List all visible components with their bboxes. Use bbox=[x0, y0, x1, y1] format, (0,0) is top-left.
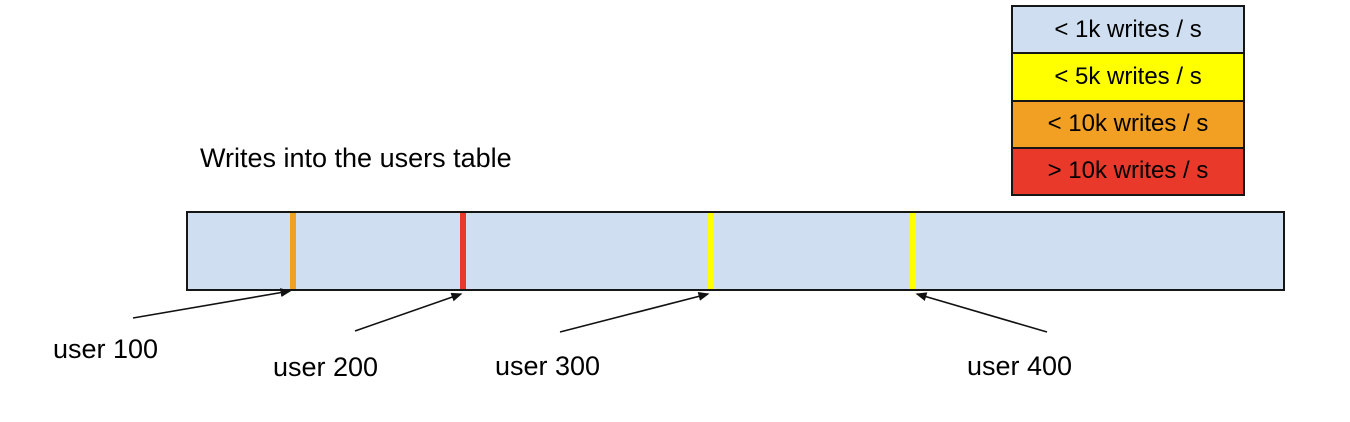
write-hotspot-stripe bbox=[910, 213, 916, 289]
legend-item: < 10k writes / s bbox=[1013, 101, 1243, 149]
user-label: user 100 bbox=[53, 334, 159, 364]
user-label: user 300 bbox=[495, 351, 601, 381]
legend-item-label: < 10k writes / s bbox=[1047, 110, 1209, 138]
legend-item: > 10k writes / s bbox=[1013, 148, 1243, 194]
legend-item: < 1k writes / s bbox=[1013, 7, 1243, 55]
label-arrow bbox=[559, 292, 710, 333]
write-hotspot-stripe bbox=[290, 213, 296, 289]
label-arrow bbox=[915, 292, 1048, 333]
legend-item: < 5k writes / s bbox=[1013, 54, 1243, 102]
user-label: user 200 bbox=[273, 352, 379, 382]
user-label: user 400 bbox=[967, 351, 1073, 381]
legend: < 1k writes / s < 5k writes / s < 10k writ… bbox=[1011, 5, 1245, 196]
legend-item-label: < 1k writes / s bbox=[1054, 15, 1202, 43]
label-arrow bbox=[132, 288, 292, 319]
users-table-bar bbox=[186, 211, 1285, 291]
write-hotspot-stripe bbox=[708, 213, 714, 289]
legend-item-label: < 5k writes / s bbox=[1054, 62, 1202, 90]
legend-item-label: > 10k writes / s bbox=[1047, 157, 1209, 185]
label-arrow bbox=[354, 292, 463, 332]
diagram-title: Writes into the users table bbox=[200, 143, 512, 173]
write-hotspot-stripe bbox=[460, 213, 466, 289]
